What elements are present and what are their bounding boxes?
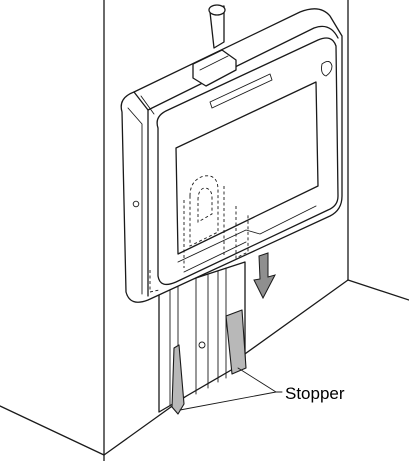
stopper-label: Stopper (285, 384, 345, 403)
stopper-right (225, 309, 247, 375)
stopper-leader-lines (179, 367, 283, 411)
hidden-mount-hook (149, 175, 249, 293)
stopper-left (171, 344, 185, 415)
down-arrow-icon (253, 252, 276, 300)
device-front (156, 37, 339, 286)
